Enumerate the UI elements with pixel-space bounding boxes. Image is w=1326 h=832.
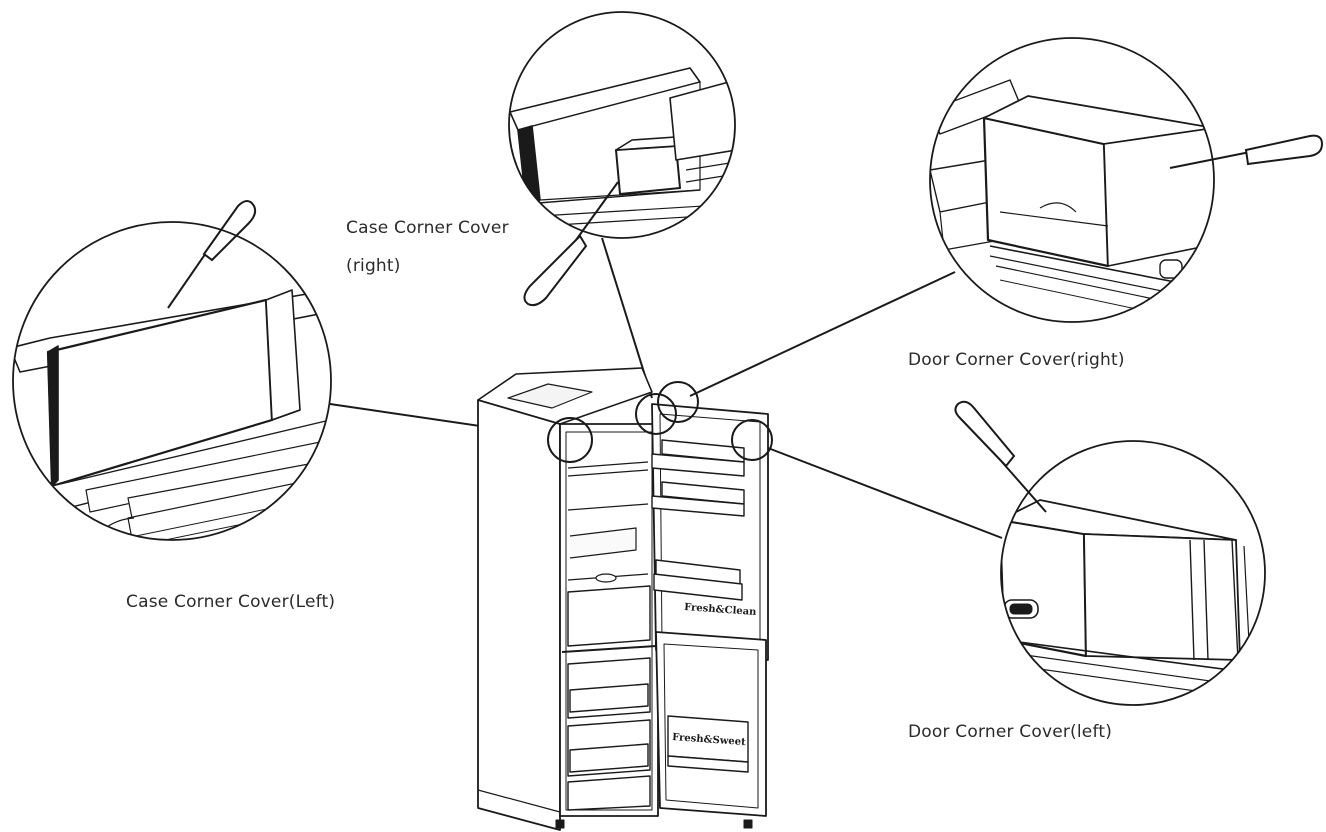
label-case-corner-cover-left: Case Corner Cover(Left): [126, 592, 336, 612]
label-case-corner-cover-right-suffix: (right): [346, 256, 401, 276]
label-door-corner-cover-right: Door Corner Cover(right): [908, 350, 1125, 370]
callout-case-corner-left: [12, 200, 332, 541]
label-door-corner-cover-left: Door Corner Cover(left): [908, 722, 1113, 742]
callout-case-corner-right: [508, 11, 736, 307]
callout-door-corner-left: [954, 400, 1266, 706]
screwdriver-icon: [954, 400, 1047, 513]
fridge-top-plate: [507, 383, 593, 409]
label-case-corner-cover-right: Case Corner Cover: [346, 218, 509, 238]
fridge-door-bins: [651, 439, 745, 601]
fridge-crisper-drawer: [567, 585, 651, 647]
fridge-foot-right: [743, 819, 753, 829]
fridge-door-text: Fresh&Clean: [684, 602, 758, 618]
marker-case-corner-right: [635, 393, 677, 435]
marker-case-corner-left: [547, 417, 593, 463]
freezer-door-text: Fresh&Sweet: [672, 732, 747, 748]
freezer-door-bins: [667, 715, 749, 773]
callout-door-corner-right: [929, 37, 1324, 323]
callout-markers: [547, 381, 773, 463]
fridge-shelves: [567, 461, 649, 583]
refrigerator: Fresh&Clean Fresh&Sweet: [477, 367, 769, 831]
leader-line-door-right: [689, 271, 956, 397]
freezer-drawers: [567, 657, 651, 811]
leader-line-door-left: [767, 447, 1003, 539]
fridge-side-panel: [477, 399, 561, 831]
screwdriver-icon: [523, 181, 619, 307]
marker-door-corner-right: [657, 381, 699, 423]
fridge-side-bottom: [477, 789, 561, 813]
fridge-foot-left: [555, 819, 565, 829]
screwdriver-icon: [167, 200, 257, 309]
screwdriver-icon: [1169, 134, 1324, 169]
marker-door-corner-left: [731, 419, 773, 461]
fridge-divider: [561, 645, 657, 653]
